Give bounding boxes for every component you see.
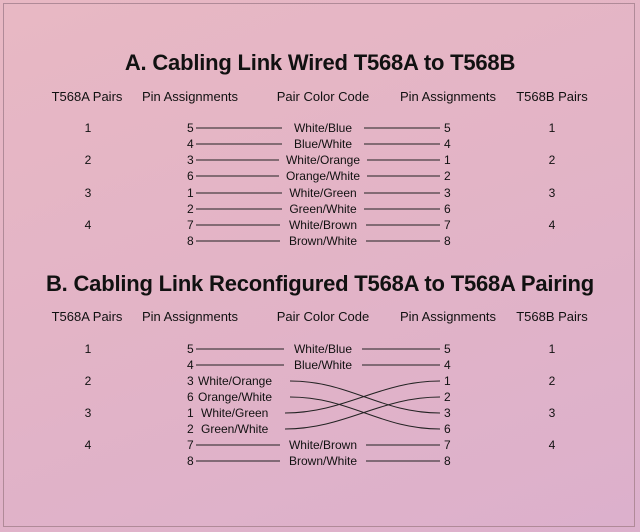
section-a-left-pin: 1 — [187, 186, 194, 200]
section-b-pair-right-1: 1 — [548, 342, 556, 356]
section-a-left-pin: 8 — [187, 234, 194, 248]
section-b-right-pin: 8 — [444, 454, 451, 468]
wire-b-cross — [284, 396, 441, 430]
section-b-left-pin: 1 — [187, 406, 194, 420]
section-a-pair-right-2: 2 — [548, 153, 556, 167]
section-b-pair-right-2: 2 — [548, 374, 556, 388]
diagram-frame — [3, 3, 635, 527]
section-a-color-code: White/Blue — [293, 121, 353, 135]
section-a-pair-right-1: 1 — [548, 121, 556, 135]
section-a-right-pin: 8 — [444, 234, 451, 248]
section-b-header-pin-right: Pin Assignments — [399, 309, 497, 324]
section-b-color-code: Green/White — [201, 422, 269, 436]
section-a-header-t568b-pairs: T568B Pairs — [516, 89, 588, 104]
section-a-header-t568a-pairs: T568A Pairs — [51, 89, 123, 104]
section-a-color-code: Brown/White — [288, 234, 358, 248]
section-b-right-pin: 7 — [444, 438, 451, 452]
section-a-header-pin-left: Pin Assignments — [141, 89, 239, 104]
section-a-pair-right-3: 3 — [548, 186, 556, 200]
section-a-left-pin: 3 — [187, 153, 194, 167]
section-a-color-code: Blue/White — [293, 137, 353, 151]
section-a-right-pin: 2 — [444, 169, 451, 183]
section-a-left-pin: 2 — [187, 202, 194, 216]
section-a-right-pin: 6 — [444, 202, 451, 216]
section-a-color-code: White/Green — [289, 186, 357, 200]
section-a-left-pin: 5 — [187, 121, 194, 135]
section-b-left-pin: 6 — [187, 390, 194, 404]
section-a-color-code: White/Orange — [285, 153, 361, 167]
section-b-color-code: Orange/White — [198, 390, 273, 404]
section-a-left-pin: 4 — [187, 137, 194, 151]
section-a-pair-left-1: 1 — [84, 121, 92, 135]
section-a-right-pin: 7 — [444, 218, 451, 232]
section-a-right-pin: 5 — [444, 121, 451, 135]
section-b-pair-right-4: 4 — [548, 438, 556, 452]
section-a-right-pin: 3 — [444, 186, 451, 200]
section-b-left-pin: 8 — [187, 454, 194, 468]
wire-b-cross — [284, 380, 441, 414]
section-b-left-pin: 5 — [187, 342, 194, 356]
wire-b-cross — [289, 396, 441, 430]
section-b-color-code: Brown/White — [288, 454, 358, 468]
section-b-color-code: White/Orange — [198, 374, 273, 388]
section-b-header-t568a-pairs: T568A Pairs — [51, 309, 123, 324]
section-a-title: A. Cabling Link Wired T568A to T568B — [124, 50, 516, 75]
section-a-color-code: Orange/White — [285, 169, 361, 183]
section-b-header-color-code: Pair Color Code — [276, 309, 370, 324]
section-b-right-pin: 5 — [444, 342, 451, 356]
section-b-left-pin: 7 — [187, 438, 194, 452]
section-b-right-pin: 2 — [444, 390, 451, 404]
section-b-color-code: Blue/White — [293, 358, 353, 372]
section-a-pair-left-2: 2 — [84, 153, 92, 167]
section-b-left-pin: 3 — [187, 374, 194, 388]
section-a-pair-right-4: 4 — [548, 218, 556, 232]
section-b-header-t568b-pairs: T568B Pairs — [516, 309, 588, 324]
section-b-color-code: White/Brown — [288, 438, 358, 452]
section-b-right-pin: 6 — [444, 422, 451, 436]
section-a-right-pin: 1 — [444, 153, 451, 167]
section-b-left-pin: 2 — [187, 422, 194, 436]
section-b-pair-left-1: 1 — [84, 342, 92, 356]
section-b-pair-left-4: 4 — [84, 438, 92, 452]
section-b-left-pin: 4 — [187, 358, 194, 372]
section-b-header-pin-left: Pin Assignments — [141, 309, 239, 324]
section-a-pair-left-3: 3 — [84, 186, 92, 200]
section-a-header-pin-right: Pin Assignments — [399, 89, 497, 104]
section-a-color-code: White/Brown — [288, 218, 358, 232]
section-b-pair-right-3: 3 — [548, 406, 556, 420]
section-b-right-pin: 4 — [444, 358, 451, 372]
section-b-title: B. Cabling Link Reconfigured T568A to T5… — [45, 271, 595, 296]
wire-b-cross — [289, 380, 441, 414]
section-b-pair-left-3: 3 — [84, 406, 92, 420]
section-a-left-pin: 6 — [187, 169, 194, 183]
section-b-color-code: White/Green — [201, 406, 269, 420]
section-b-color-code: White/Blue — [293, 342, 353, 356]
section-a-color-code: Green/White — [289, 202, 357, 216]
section-b-pair-left-2: 2 — [84, 374, 92, 388]
section-b-right-pin: 1 — [444, 374, 451, 388]
section-a-pair-left-4: 4 — [84, 218, 92, 232]
section-b-right-pin: 3 — [444, 406, 451, 420]
section-a-left-pin: 7 — [187, 218, 194, 232]
section-a-header-color-code: Pair Color Code — [276, 89, 370, 104]
section-a-right-pin: 4 — [444, 137, 451, 151]
